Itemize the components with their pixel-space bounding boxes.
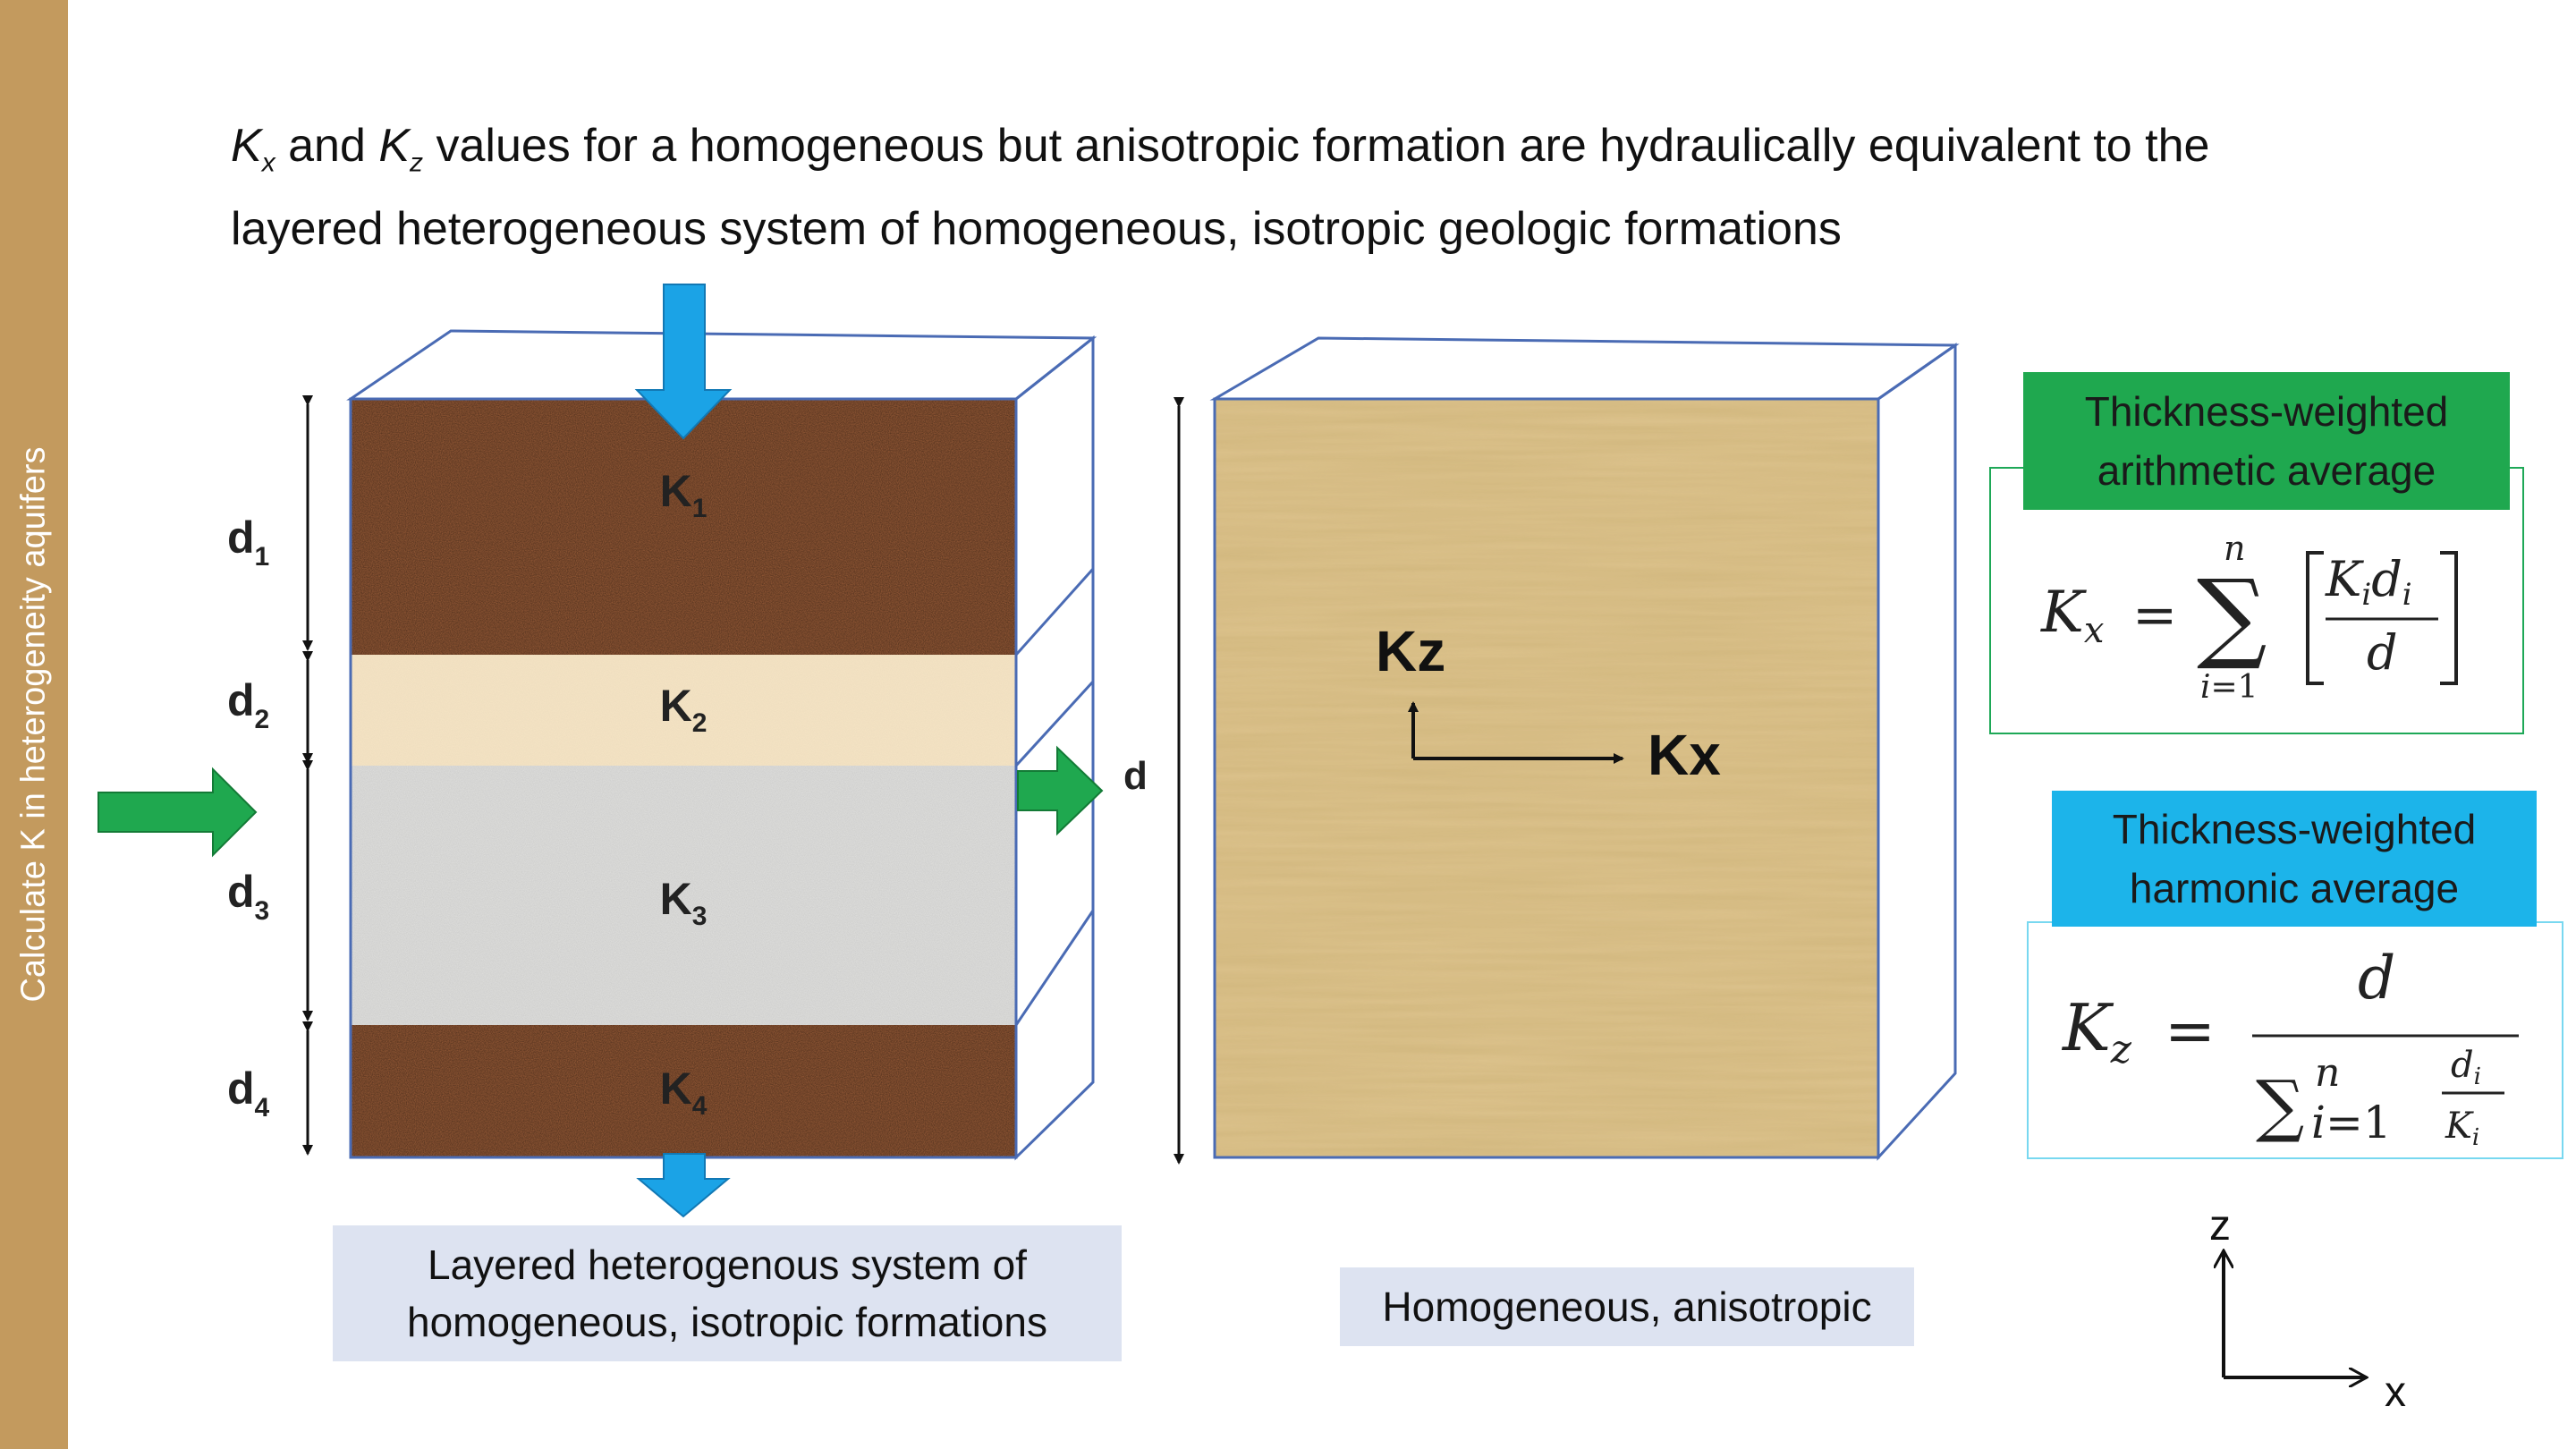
kx-label: Kx xyxy=(1648,723,1721,787)
vertical-flow-arrow-top xyxy=(634,284,733,440)
x-axis-label: x xyxy=(2385,1368,2406,1416)
denominator-sum-lower: i=1 xyxy=(2311,1097,2392,1148)
layer-1-texture xyxy=(351,399,1016,655)
sum-upper-limit: n xyxy=(2224,529,2245,568)
heading-line-1: Kx and Kz values for a homogeneous but a… xyxy=(231,113,2431,196)
arithmetic-label-line-1: Thickness-weighted xyxy=(2084,388,2449,435)
homogeneous-caption: Homogeneous, anisotropic xyxy=(1340,1267,1914,1346)
z-axis-label: z xyxy=(2209,1202,2231,1250)
d4-label: d4 xyxy=(227,1063,270,1123)
horizontal-flow-arrow-right xyxy=(1017,745,1104,836)
layer-4-k-label: K4 xyxy=(660,1063,708,1121)
kz-subscript: z xyxy=(410,148,424,178)
layer-2-texture xyxy=(351,655,1016,766)
zx-axes xyxy=(2224,1250,2367,1377)
layer-3-k-label: K3 xyxy=(660,874,708,931)
layered-caption-line-1: Layered heterogenous system of xyxy=(428,1241,1027,1288)
layer-1-k-label: K1 xyxy=(660,466,708,523)
layer-3-texture xyxy=(351,766,1016,1025)
equals-sign: = xyxy=(2132,584,2177,647)
harmonic-formula: Kz = d ∑ n i=1 di Ki xyxy=(2061,944,2519,1151)
kx-symbol: K xyxy=(231,120,262,172)
homogeneous-face-outline xyxy=(1213,397,1880,1159)
layer-2-k-label: K2 xyxy=(660,681,708,738)
vertical-flow-arrow-bottom xyxy=(636,1153,731,1218)
d3-label: d3 xyxy=(227,867,269,926)
sidebar: Calculate K in heterogeneity aquifers xyxy=(0,0,68,1449)
left-bracket xyxy=(2306,551,2324,685)
equals-sign-2: = xyxy=(2165,996,2216,1067)
harmonic-formula-box xyxy=(2027,921,2563,1159)
kz-formula-lhs: Kz xyxy=(2061,990,2132,1072)
arithmetic-average-label: Thickness-weighted arithmetic average xyxy=(2023,372,2510,510)
horizontal-flow-arrow-left xyxy=(97,767,258,858)
arithmetic-label-line-2: arithmetic average xyxy=(2097,447,2436,494)
d2-label: d2 xyxy=(227,675,269,734)
harmonic-label-line-1: Thickness-weighted xyxy=(2112,806,2477,852)
kz-kx-axes xyxy=(1408,701,1624,764)
sum-lower-limit: i=1 xyxy=(2200,669,2258,706)
denominator-sum-upper: n xyxy=(2315,1050,2340,1096)
harmonic-label-line-2: harmonic average xyxy=(2129,865,2460,911)
kx-subscript: x xyxy=(261,148,275,178)
d1-label: d1 xyxy=(227,513,269,572)
homogeneous-face-texture xyxy=(1215,399,1878,1157)
denominator-sum: ∑ xyxy=(2256,1065,2304,1145)
heading-and: and xyxy=(275,120,379,172)
total-thickness-label-left: d xyxy=(1123,754,1148,798)
heading-line-2: layered heterogeneous system of homogene… xyxy=(231,203,1842,256)
heading-line-1-rest: values for a homogeneous but anisotropic… xyxy=(423,120,2210,172)
kz-symbol: K xyxy=(378,120,411,172)
denominator-d: d xyxy=(2367,624,2398,681)
numerator-d: d xyxy=(2358,944,2395,1013)
layer-4-texture xyxy=(351,1025,1016,1157)
heading: Kx and Kz values for a homogeneous but a… xyxy=(231,113,2431,262)
homogeneous-box: Kz Kx xyxy=(1174,336,1960,1165)
kz-label: Kz xyxy=(1376,619,1445,683)
layered-box: K1 K2 K3 K4 d1 d2 d3 d4 d xyxy=(97,284,1148,1218)
layered-caption-line-2: homogeneous, isotropic formations xyxy=(407,1299,1047,1345)
right-bracket xyxy=(2440,551,2458,685)
harmonic-average-label: Thickness-weighted harmonic average xyxy=(2052,791,2537,927)
summation-sign: ∑ xyxy=(2197,558,2267,673)
layered-caption: Layered heterogenous system of homogeneo… xyxy=(333,1225,1122,1361)
